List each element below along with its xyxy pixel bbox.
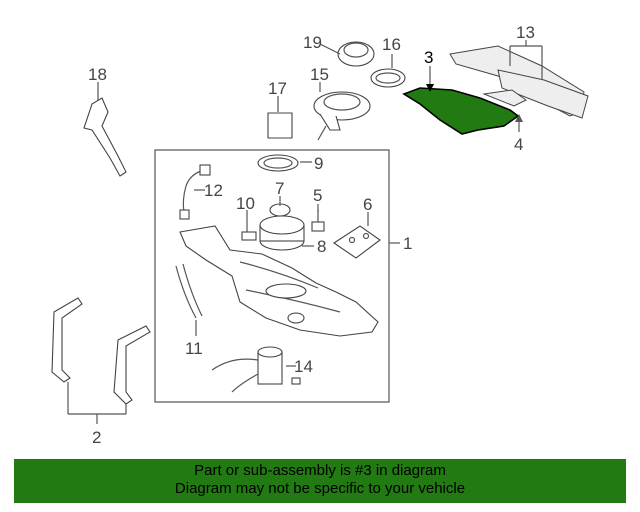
callout-7: 7 (275, 179, 284, 198)
part-3-highlighted[interactable] (402, 87, 520, 135)
callout-1: 1 (403, 234, 412, 253)
callout-3[interactable]: 3 (424, 48, 433, 67)
callout-11: 11 (185, 339, 203, 358)
callout-18: 18 (88, 65, 107, 84)
leader-lines (67, 40, 543, 424)
panel-13-part (449, 45, 589, 119)
parts-diagram: 1 2 3 4 5 6 7 8 9 10 11 12 13 14 15 16 1… (51, 23, 589, 447)
callout-6: 6 (363, 195, 372, 214)
bracket-part (333, 225, 381, 259)
wire-harness-part (179, 164, 211, 220)
tank-straps-part (51, 297, 151, 405)
fuel-tank-shape (179, 225, 379, 337)
footer-line-2: Diagram may not be specific to your vehi… (174, 480, 466, 497)
callout-15: 15 (310, 65, 329, 84)
callout-8: 8 (317, 237, 326, 256)
callout-13: 13 (516, 23, 535, 42)
filler-cap-part (337, 41, 375, 67)
callout-14: 14 (294, 357, 313, 376)
lock-ring-part (257, 154, 299, 172)
sender-unit-part (211, 346, 301, 393)
filler-neck-part (83, 97, 127, 177)
callout-labels: 1 2 3 4 5 6 7 8 9 10 11 12 13 14 15 16 1… (88, 23, 535, 447)
callout-10: 10 (236, 194, 255, 213)
callout-9: 9 (314, 154, 323, 173)
filler-housing-part (313, 91, 371, 141)
footer-banner: Part or sub-assembly is #3 in diagram Di… (14, 459, 626, 503)
cover-17-part (267, 112, 293, 139)
footer-line-1: Part or sub-assembly is #3 in diagram (194, 462, 446, 479)
callout-5: 5 (313, 186, 322, 205)
callout-12: 12 (204, 181, 223, 200)
callout-16: 16 (382, 35, 401, 54)
gasket-part (370, 68, 406, 88)
part-4 (482, 89, 527, 107)
hose-part (175, 263, 203, 319)
callout-19: 19 (303, 33, 322, 52)
callout-17: 17 (268, 79, 287, 98)
callout-4: 4 (514, 135, 523, 154)
tank-assembly-box (154, 149, 400, 403)
fuel-pump-part (259, 203, 305, 251)
bolt-10-part (241, 231, 257, 241)
bolt-part (311, 210, 325, 232)
callout-2: 2 (92, 428, 101, 447)
